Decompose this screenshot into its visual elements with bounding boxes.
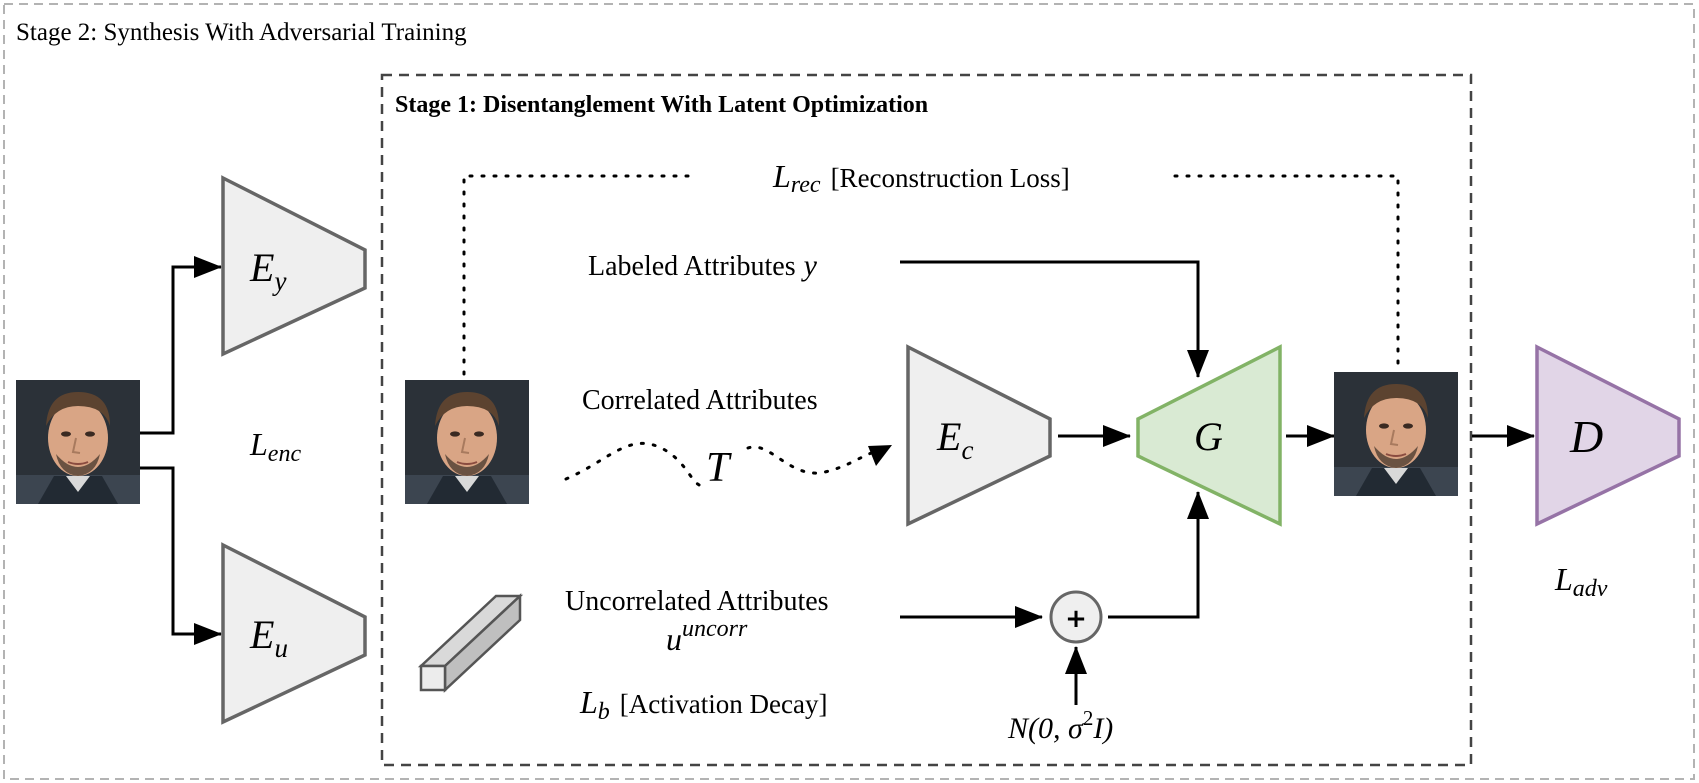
rec-loss-desc: [Reconstruction Loss] — [831, 163, 1070, 193]
correlated-wavy-dotted-path-2 — [746, 445, 882, 475]
plus-node-symbol: + — [1065, 604, 1087, 634]
encoder-eu-label: Eu — [249, 612, 288, 663]
adv-loss-symbol: L — [1554, 561, 1573, 597]
stage2-frame — [3, 3, 1695, 780]
uncorrelated-var-label: uuncorr — [666, 616, 748, 657]
plus-node — [1049, 590, 1103, 644]
encoder-ec-label: Ec — [936, 414, 973, 465]
stage1-frame — [380, 73, 1473, 767]
rec-loss-subscript: rec — [791, 172, 821, 198]
rec-loss-dotted-line-right — [1173, 174, 1400, 374]
encoder-ey-symbol: E — [249, 245, 274, 290]
encoder-ey-subscript: y — [271, 266, 286, 296]
discriminator-d-label: D — [1569, 411, 1603, 462]
encoder-ec — [906, 344, 1052, 527]
labeled-attributes-text: Labeled Attributes — [588, 251, 796, 282]
uncorrelated-var-superscript: uncorr — [682, 616, 748, 642]
rec-loss-label: Lrec [Reconstruction Loss] — [772, 158, 1070, 198]
latent-code-bar-icon — [417, 593, 524, 693]
generator-g-label: G — [1194, 414, 1223, 459]
encoder-eu-subscript: u — [274, 633, 288, 663]
encoder-ec-subscript: c — [961, 435, 973, 465]
noise-superscript: 2 — [1083, 706, 1094, 730]
correlated-attributes-label: Correlated Attributes — [582, 385, 818, 416]
stage1-face-image — [404, 379, 530, 505]
stage2-title: Stage 2: Synthesis With Adversarial Trai… — [16, 19, 467, 46]
correlated-wavy-dotted-path — [564, 441, 707, 488]
correlated-var-t: T — [706, 445, 732, 491]
noise-symbol: N — [1007, 712, 1030, 745]
adv-loss-label: Ladv — [1554, 561, 1608, 602]
rec-loss-symbol: L — [772, 158, 791, 194]
output-face-image — [1333, 371, 1459, 497]
edge-labeled-to-g — [900, 260, 1209, 378]
edge-face-to-ey — [140, 256, 222, 435]
encoder-ec-symbol: E — [936, 414, 961, 459]
encoder-ey-label: Ey — [249, 245, 286, 296]
generator-g — [1136, 344, 1282, 527]
activation-decay-desc: [Activation Decay] — [620, 689, 828, 719]
noise-args: (0, σ — [1028, 712, 1084, 745]
activation-decay-symbol: L — [579, 684, 598, 720]
encoder-eu-symbol: E — [249, 612, 274, 657]
edge-face-to-eu — [140, 466, 222, 645]
noise-tail: I) — [1092, 712, 1113, 745]
noise-label: N(0, σ2I) — [1007, 706, 1113, 745]
edge-plus-to-g — [1108, 491, 1209, 619]
discriminator-d — [1535, 344, 1681, 527]
labeled-attributes-var: y — [801, 249, 818, 282]
activation-decay-loss-label: Lb [Activation Decay] — [579, 684, 827, 725]
encoder-ey — [221, 175, 367, 357]
uncorrelated-attributes-label: Uncorrelated Attributes — [565, 586, 829, 617]
uncorrelated-var: u — [666, 621, 682, 657]
encoder-eu — [221, 542, 367, 725]
adv-loss-subscript: adv — [1573, 576, 1608, 602]
stage1-title: Stage 1: Disentanglement With Latent Opt… — [395, 92, 928, 118]
correlated-arrowhead — [868, 445, 892, 466]
enc-loss-label: Lenc — [249, 426, 301, 467]
enc-loss-subscript: enc — [268, 441, 302, 467]
input-face-image — [15, 379, 141, 505]
activation-decay-subscript: b — [598, 699, 610, 725]
enc-loss-symbol: L — [249, 426, 268, 462]
